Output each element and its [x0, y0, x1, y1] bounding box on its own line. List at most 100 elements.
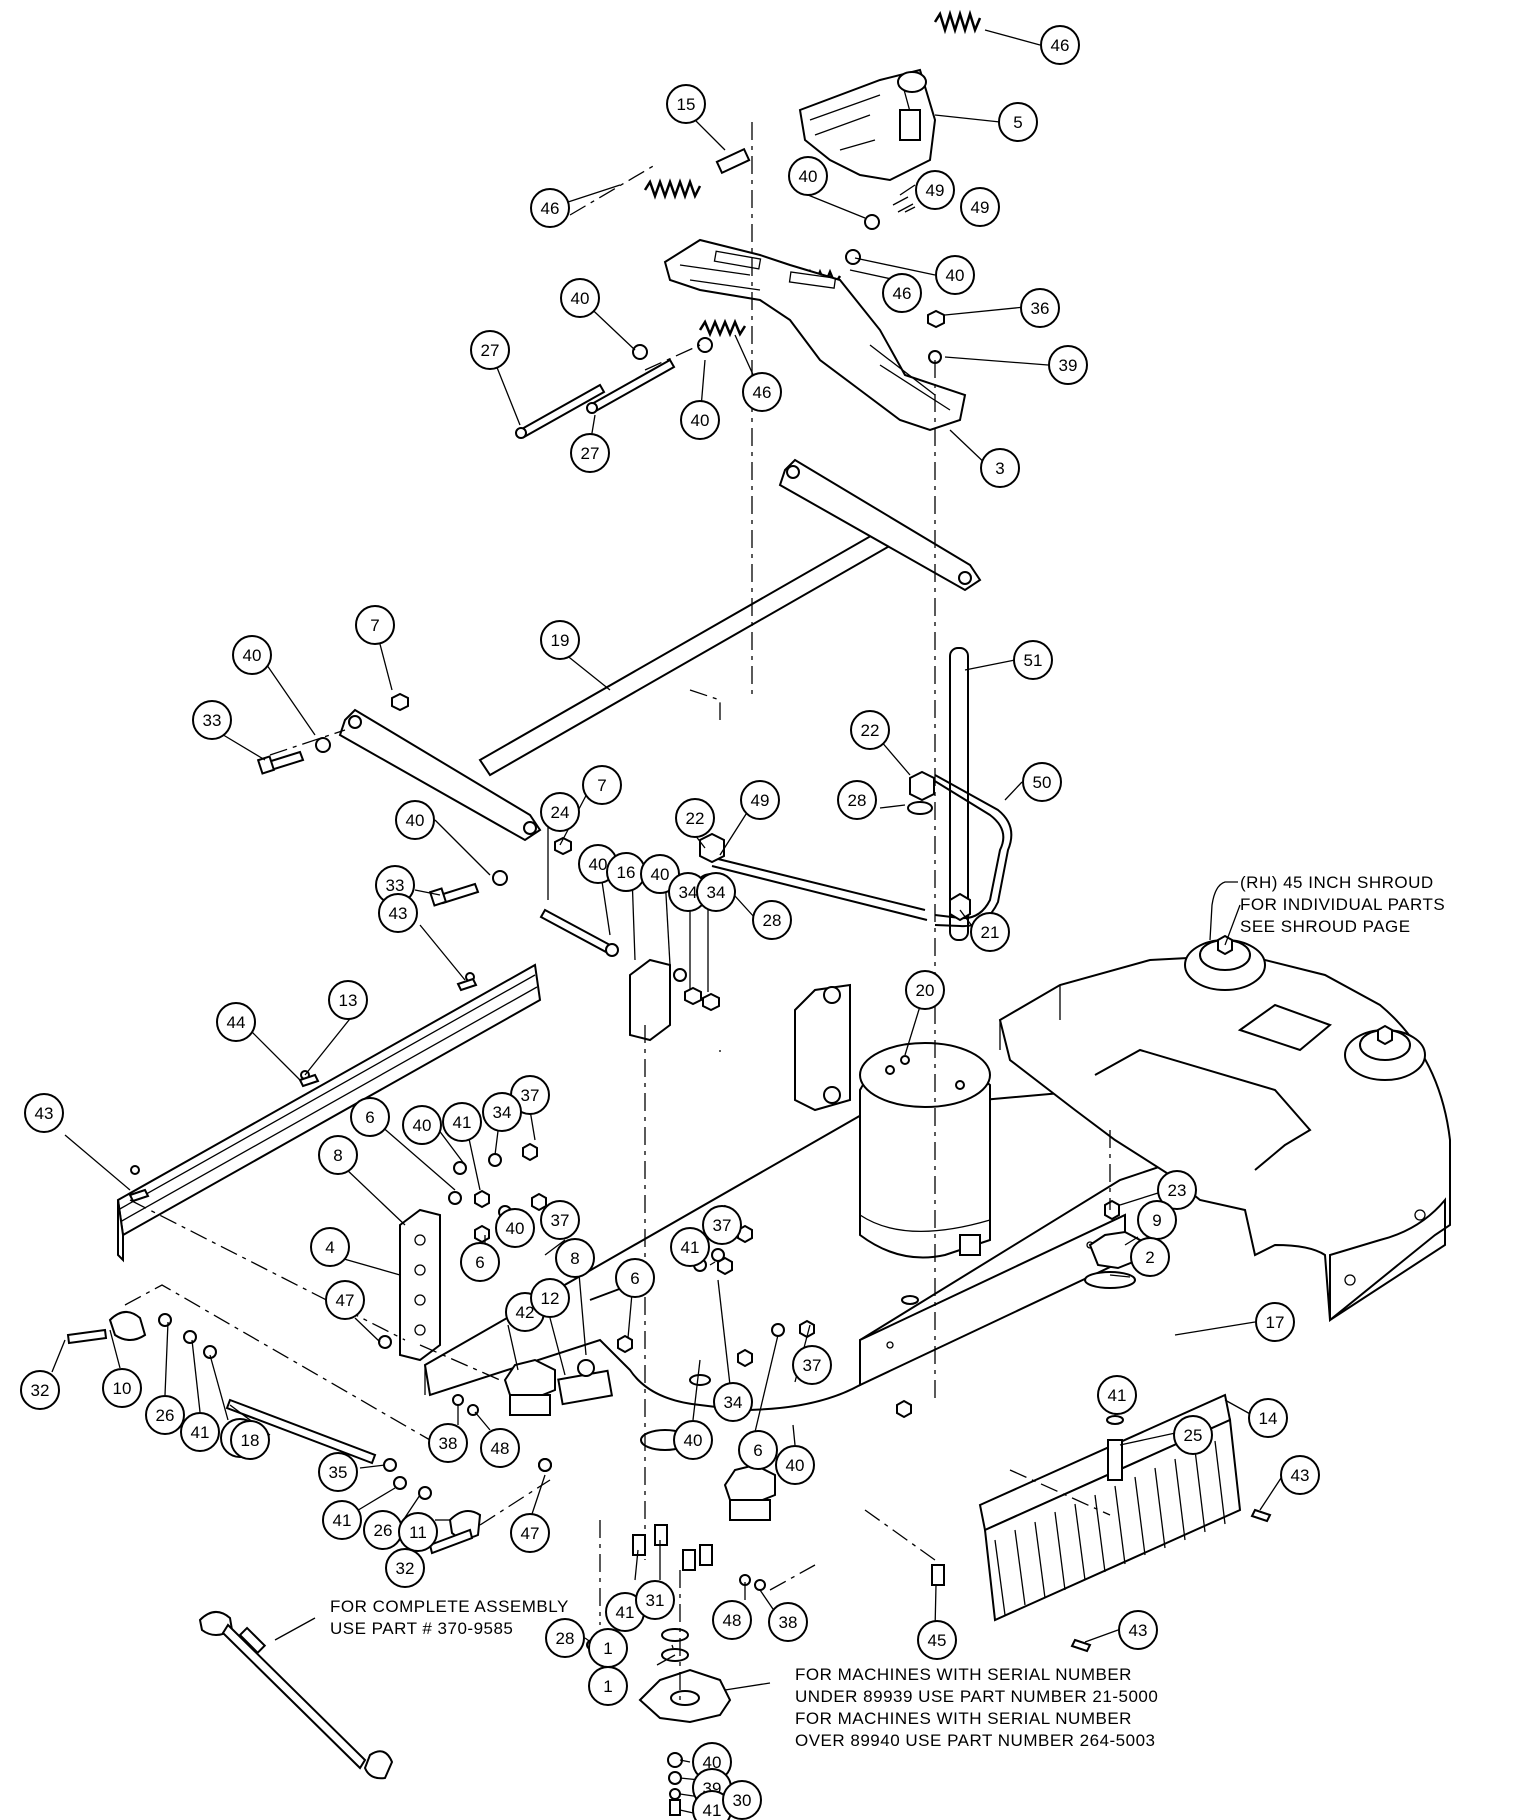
- shroud-note-line-1: (RH) 45 INCH SHROUD: [1240, 873, 1434, 892]
- callout-38: 38: [428, 1423, 468, 1463]
- washers: [632, 196, 945, 364]
- svg-text:2: 2: [1145, 1248, 1154, 1267]
- callout-41: 41: [670, 1227, 710, 1267]
- svg-text:21: 21: [981, 923, 1000, 942]
- callout-22: 22: [675, 798, 715, 838]
- assembly-lines: [124, 122, 1111, 1700]
- callout-19: 19: [540, 620, 580, 660]
- callout-1: 1: [588, 1628, 628, 1668]
- svg-text:50: 50: [1033, 773, 1052, 792]
- svg-text:17: 17: [1266, 1313, 1285, 1332]
- callout-43: 43: [24, 1093, 64, 1133]
- svg-text:40: 40: [651, 865, 670, 884]
- svg-text:8: 8: [333, 1146, 342, 1165]
- svg-text:48: 48: [491, 1439, 510, 1458]
- callout-26: 26: [363, 1510, 403, 1550]
- callout-balloons: 46 5 15 40 49 49 46 40 46 36 39 40 27 27…: [20, 25, 1320, 1820]
- svg-text:27: 27: [581, 444, 600, 463]
- svg-text:40: 40: [786, 1456, 805, 1475]
- callout-7: 7: [355, 605, 395, 645]
- svg-text:38: 38: [439, 1434, 458, 1453]
- callout-41: 41: [442, 1102, 482, 1142]
- callout-17: 17: [1255, 1302, 1295, 1342]
- callout-43: 43: [1118, 1610, 1158, 1650]
- svg-text:40: 40: [571, 289, 590, 308]
- callout-31: 31: [635, 1580, 675, 1620]
- callout-18: 18: [230, 1420, 270, 1460]
- bracket-16: [539, 908, 720, 1042]
- callout-27: 27: [570, 433, 610, 473]
- callout-33: 33: [192, 700, 232, 740]
- callout-51: 51: [1013, 640, 1053, 680]
- callout-11: 11: [398, 1512, 438, 1552]
- callout-34: 34: [713, 1382, 753, 1422]
- callout-49: 49: [960, 187, 1000, 227]
- callout-48: 48: [480, 1428, 520, 1468]
- svg-text:16: 16: [617, 863, 636, 882]
- svg-text:47: 47: [336, 1291, 355, 1310]
- svg-text:25: 25: [1184, 1426, 1203, 1445]
- callout-46: 46: [742, 372, 782, 412]
- svg-text:34: 34: [493, 1103, 512, 1122]
- svg-text:41: 41: [191, 1423, 210, 1442]
- callout-6: 6: [615, 1258, 655, 1298]
- svg-text:35: 35: [329, 1463, 348, 1482]
- callout-23: 23: [1157, 1170, 1197, 1210]
- callout-40: 40: [402, 1105, 442, 1145]
- callout-6: 6: [350, 1097, 390, 1137]
- callout-40: 40: [680, 400, 720, 440]
- callout-32: 32: [385, 1548, 425, 1588]
- svg-text:20: 20: [916, 981, 935, 1000]
- svg-text:46: 46: [541, 199, 560, 218]
- callout-22: 22: [850, 710, 890, 750]
- callout-21: 21: [970, 912, 1010, 952]
- assembly-note-line-2: USE PART # 370-9585: [330, 1619, 513, 1638]
- callout-43: 43: [1280, 1455, 1320, 1495]
- shroud-note-line-3: SEE SHROUD PAGE: [1240, 917, 1411, 936]
- callout-36: 36: [1020, 288, 1060, 328]
- callout-15: 15: [666, 84, 706, 124]
- shroud-note-leader: [1209, 881, 1238, 941]
- svg-text:7: 7: [370, 616, 379, 635]
- callout-28: 28: [837, 780, 877, 820]
- svg-text:41: 41: [333, 1511, 352, 1530]
- callout-4: 4: [310, 1227, 350, 1267]
- callout-13: 13: [328, 980, 368, 1020]
- callout-37: 37: [792, 1345, 832, 1385]
- svg-text:22: 22: [861, 721, 880, 740]
- svg-text:46: 46: [753, 383, 772, 402]
- svg-text:36: 36: [1031, 299, 1050, 318]
- rods-27: [515, 358, 676, 439]
- svg-text:23: 23: [1168, 1181, 1187, 1200]
- svg-text:37: 37: [713, 1216, 732, 1235]
- svg-text:32: 32: [396, 1559, 415, 1578]
- svg-text:41: 41: [616, 1603, 635, 1622]
- svg-text:41: 41: [453, 1113, 472, 1132]
- callout-40: 40: [775, 1445, 815, 1485]
- callout-40: 40: [232, 635, 272, 675]
- callout-41: 41: [180, 1412, 220, 1452]
- svg-text:37: 37: [521, 1086, 540, 1105]
- svg-text:33: 33: [386, 876, 405, 895]
- callout-46: 46: [1040, 25, 1080, 65]
- svg-text:37: 37: [551, 1211, 570, 1230]
- svg-text:26: 26: [374, 1521, 393, 1540]
- callout-5: 5: [998, 102, 1038, 142]
- callout-8: 8: [318, 1135, 358, 1175]
- callout-40: 40: [935, 255, 975, 295]
- callout-30: 30: [722, 1780, 762, 1820]
- callout-43: 43: [378, 893, 418, 933]
- callout-20: 20: [905, 970, 945, 1010]
- svg-text:1: 1: [603, 1639, 612, 1658]
- bracket-4: [399, 1208, 441, 1362]
- callout-40: 40: [560, 278, 600, 318]
- svg-text:40: 40: [946, 266, 965, 285]
- svg-text:46: 46: [893, 284, 912, 303]
- callout-37: 37: [702, 1205, 742, 1245]
- bolts-33: [256, 692, 572, 907]
- callout-27: 27: [470, 330, 510, 370]
- svg-text:6: 6: [753, 1441, 762, 1460]
- svg-text:41: 41: [681, 1238, 700, 1257]
- svg-text:14: 14: [1259, 1409, 1278, 1428]
